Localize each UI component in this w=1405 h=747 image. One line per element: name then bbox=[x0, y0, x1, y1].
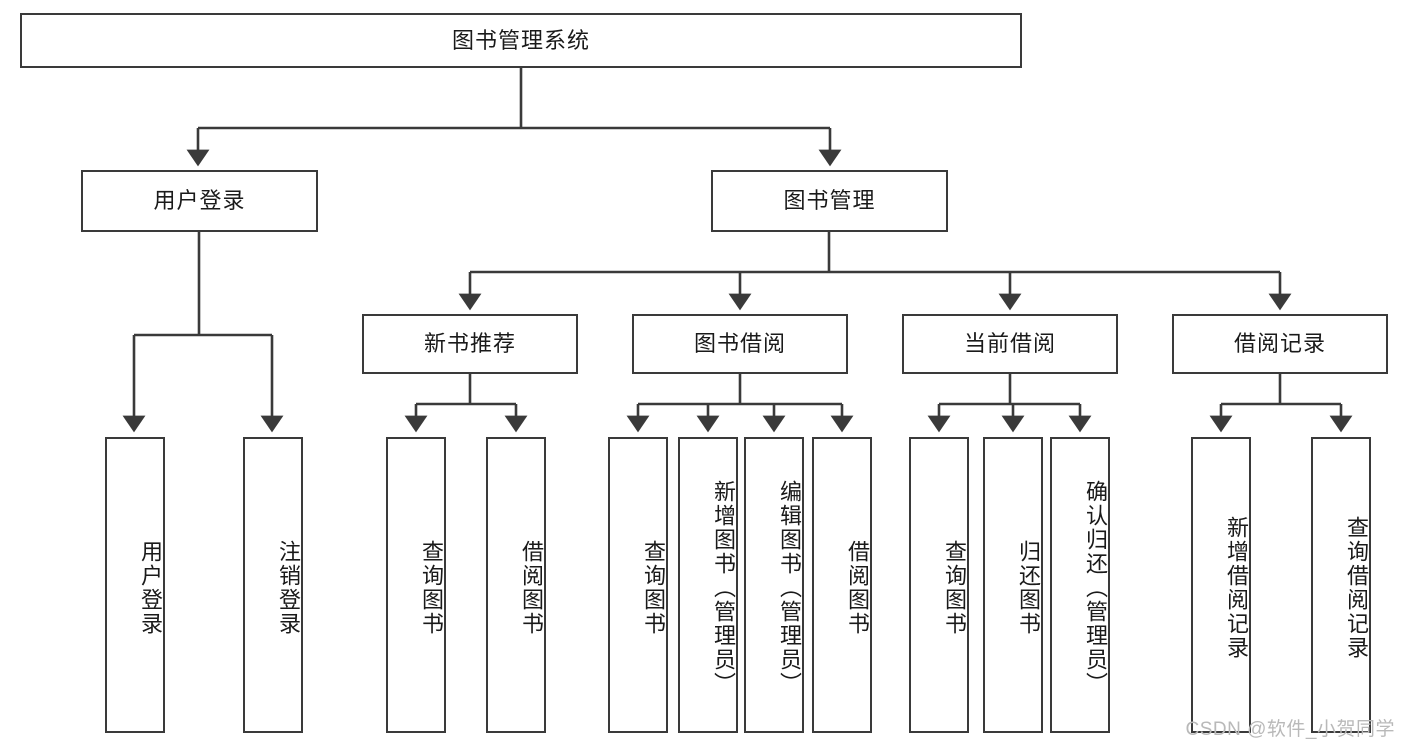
node-book-borrow-label: 图书借阅 bbox=[693, 331, 786, 357]
node-new-book-recommend[interactable]: 新书推荐 bbox=[362, 314, 578, 374]
node-leaf-edit-book-admin[interactable]: 编辑图书（管理员） bbox=[744, 437, 804, 733]
node-book-manage[interactable]: 图书管理 bbox=[711, 170, 948, 232]
node-borrow-record-label: 借阅记录 bbox=[1233, 331, 1326, 357]
node-root[interactable]: 图书管理系统 bbox=[20, 13, 1022, 68]
node-current-borrow[interactable]: 当前借阅 bbox=[902, 314, 1118, 374]
node-leaf-query-book-cb[interactable]: 查询图书 bbox=[909, 437, 969, 733]
node-leaf-borrow-book-rec[interactable]: 借阅图书 bbox=[486, 437, 546, 733]
node-leaf-query-book-rec-label: 查询图书 bbox=[419, 540, 444, 636]
node-leaf-query-book-rec[interactable]: 查询图书 bbox=[386, 437, 446, 733]
node-leaf-add-book-admin-label: 新增图书（管理员） bbox=[711, 480, 736, 696]
node-leaf-query-book-br-label: 查询图书 bbox=[641, 540, 666, 636]
node-leaf-edit-book-admin-label: 编辑图书（管理员） bbox=[777, 480, 802, 696]
node-leaf-query-book-cb-label: 查询图书 bbox=[942, 540, 967, 636]
node-leaf-add-book-admin[interactable]: 新增图书（管理员） bbox=[678, 437, 738, 733]
node-leaf-query-book-br[interactable]: 查询图书 bbox=[608, 437, 668, 733]
node-leaf-query-borrow-rec-label: 查询借阅记录 bbox=[1344, 516, 1369, 660]
node-leaf-return-book[interactable]: 归还图书 bbox=[983, 437, 1043, 733]
node-leaf-user-logout[interactable]: 注销登录 bbox=[243, 437, 303, 733]
node-root-label: 图书管理系统 bbox=[451, 27, 590, 53]
node-leaf-user-login-label: 用户登录 bbox=[138, 540, 163, 636]
node-leaf-return-book-label: 归还图书 bbox=[1016, 540, 1041, 636]
node-leaf-add-borrow-rec-label: 新增借阅记录 bbox=[1224, 516, 1249, 660]
node-leaf-confirm-return[interactable]: 确认归还（管理员） bbox=[1050, 437, 1110, 733]
node-borrow-record[interactable]: 借阅记录 bbox=[1172, 314, 1388, 374]
node-current-borrow-label: 当前借阅 bbox=[963, 331, 1056, 357]
node-user-login[interactable]: 用户登录 bbox=[81, 170, 318, 232]
node-book-manage-label: 图书管理 bbox=[783, 188, 876, 214]
node-leaf-user-login[interactable]: 用户登录 bbox=[105, 437, 165, 733]
node-leaf-borrow-book-br[interactable]: 借阅图书 bbox=[812, 437, 872, 733]
node-user-login-label: 用户登录 bbox=[153, 188, 246, 214]
node-leaf-query-borrow-rec[interactable]: 查询借阅记录 bbox=[1311, 437, 1371, 733]
node-new-book-recommend-label: 新书推荐 bbox=[423, 331, 516, 357]
node-leaf-confirm-return-label: 确认归还（管理员） bbox=[1083, 480, 1108, 696]
node-leaf-borrow-book-br-label: 借阅图书 bbox=[845, 540, 870, 636]
node-book-borrow[interactable]: 图书借阅 bbox=[632, 314, 848, 374]
node-leaf-borrow-book-rec-label: 借阅图书 bbox=[519, 540, 544, 636]
node-leaf-add-borrow-rec[interactable]: 新增借阅记录 bbox=[1191, 437, 1251, 733]
node-leaf-user-logout-label: 注销登录 bbox=[276, 540, 301, 636]
